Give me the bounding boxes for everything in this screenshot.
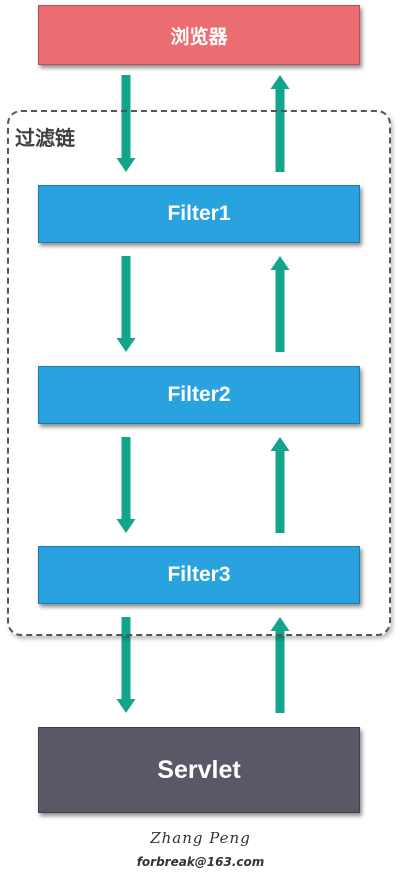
- response-arrow-filter1-to-filter2: [270, 256, 290, 352]
- filter3-node: Filter3: [38, 546, 360, 604]
- filter-chain-group: [7, 110, 391, 636]
- filter1-node: Filter1: [38, 185, 360, 243]
- browser-node: 浏览器: [38, 5, 360, 65]
- servlet-node: Servlet: [38, 727, 360, 813]
- filter2-node: Filter2: [38, 366, 360, 424]
- request-arrow-browser-to-filter1: [116, 75, 136, 172]
- response-arrow-browser-to-filter1: [270, 75, 290, 172]
- request-arrow-filter2-to-filter3: [116, 437, 136, 533]
- response-arrow-filter2-to-filter3: [270, 437, 290, 533]
- author-email: forbreak@163.com: [136, 855, 265, 869]
- author-signature: Zhang Peng: [150, 829, 251, 847]
- response-arrow-filter3-to-servlet: [270, 617, 290, 713]
- request-arrow-filter3-to-servlet: [116, 617, 136, 713]
- request-arrow-filter1-to-filter2: [116, 256, 136, 352]
- filter-chain-label: 过滤链: [15, 126, 75, 150]
